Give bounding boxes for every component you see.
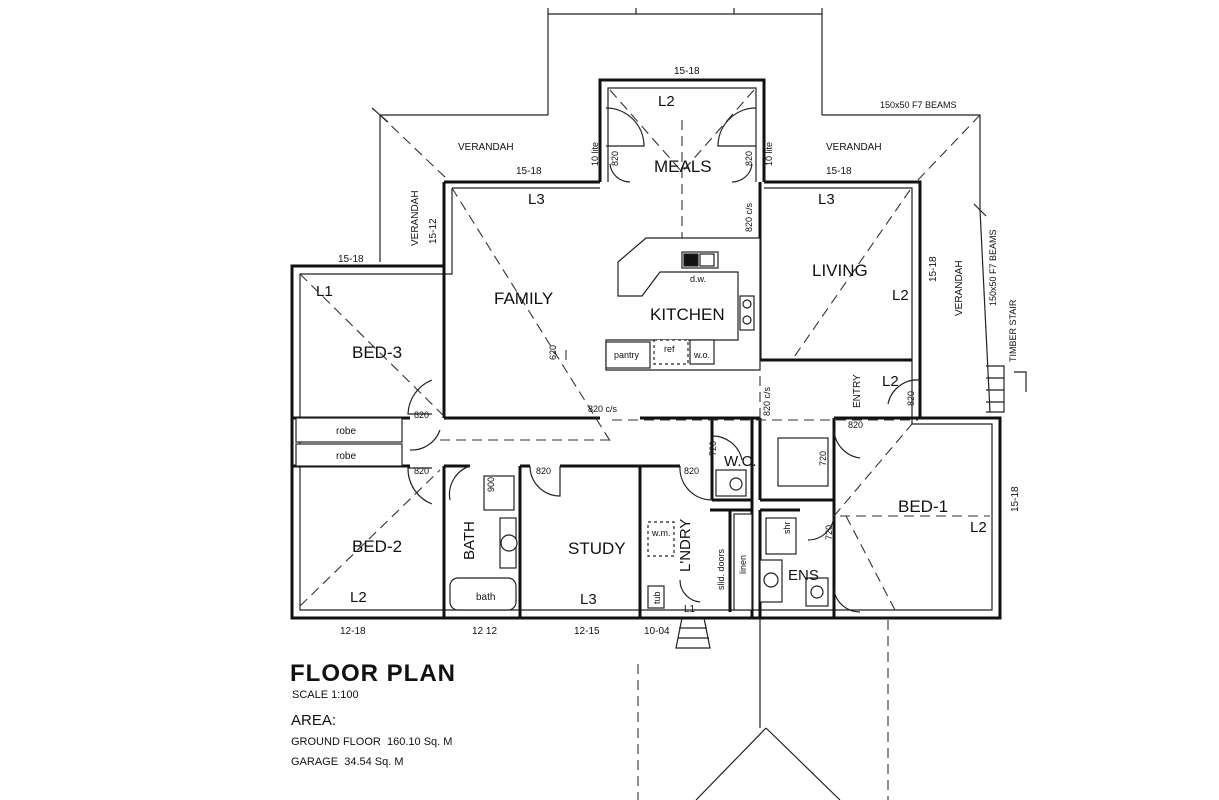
room-label-verandah-right: VERANDAH bbox=[954, 260, 965, 316]
dim-lite-left: 10 lite bbox=[590, 142, 600, 166]
room-label-living: LIVING bbox=[812, 261, 868, 280]
level-tag-bed2: L2 bbox=[350, 589, 367, 606]
fixture-label-linen: linen bbox=[738, 555, 748, 574]
level-tag-living: L3 bbox=[818, 191, 835, 208]
room-label-entry: ENTRY bbox=[852, 374, 863, 408]
dim-door-bed1: 820 bbox=[848, 420, 863, 430]
room-label-ens: ENS bbox=[788, 567, 819, 584]
dim-door-entry: 820 bbox=[906, 391, 916, 406]
room-label-verandah-top-left: VERANDAH bbox=[458, 142, 514, 153]
fixture-label-shr: shr bbox=[782, 521, 792, 534]
fixture-label-tub: tub bbox=[652, 591, 662, 604]
meals-bay-walls bbox=[598, 78, 766, 240]
room-label-laundry: L'NDRY bbox=[677, 519, 694, 572]
dim-door-ens-shower: 720 bbox=[818, 451, 828, 466]
room-label-kitchen: KITCHEN bbox=[650, 305, 725, 324]
robe-closets bbox=[295, 417, 403, 467]
dim-bed2-bottom: 12-18 bbox=[340, 626, 366, 637]
fixture-label-dw: d.w. bbox=[690, 274, 706, 284]
ground-floor-area: GROUND FLOOR 160.10 Sq. M bbox=[291, 734, 456, 750]
room-label-verandah-left: VERANDAH bbox=[410, 190, 421, 246]
fixture-label-wm: w.m. bbox=[651, 528, 671, 538]
level-tag-living-side: L2 bbox=[892, 287, 909, 304]
kitchen-fixtures bbox=[605, 237, 761, 371]
dim-opening-living: 820 c/s bbox=[762, 386, 772, 416]
dim-bath-bottom: 12 12 bbox=[472, 626, 497, 637]
dim-family-top: 15-18 bbox=[516, 166, 542, 177]
fixture-label-wo: w.o. bbox=[693, 350, 710, 360]
fixture-label-robe-1: robe bbox=[336, 426, 356, 437]
level-tag-meals: L2 bbox=[658, 93, 675, 110]
dim-door-ens: 720 bbox=[824, 525, 834, 540]
note-timber-stair: TIMBER STAIR bbox=[1008, 299, 1018, 362]
dim-meals-top: 15-18 bbox=[674, 66, 700, 77]
room-label-meals: MEALS bbox=[654, 157, 712, 176]
garage-value: 34.54 bbox=[344, 756, 372, 768]
dim-linen-shelf: 900 bbox=[486, 477, 496, 492]
wet-area-fixtures bbox=[449, 437, 829, 611]
dim-living-right: 15-18 bbox=[928, 256, 939, 282]
ground-floor-unit: Sq. M bbox=[423, 736, 453, 748]
dim-door-bed3: 820 bbox=[414, 410, 429, 420]
dim-door-laundry: 820 bbox=[684, 466, 699, 476]
level-tag-family: L3 bbox=[528, 191, 545, 208]
dim-door-bed2: 820 bbox=[414, 466, 429, 476]
fixture-label-bath-tub: bath bbox=[476, 592, 495, 603]
fixture-label-robe-2: robe bbox=[336, 451, 356, 462]
dim-door-meals-left: 820 bbox=[610, 151, 620, 166]
dim-opening-family: 820 c/s bbox=[588, 404, 618, 414]
fixture-label-slid-doors: slid. doors bbox=[716, 548, 726, 590]
level-tag-bed1: L2 bbox=[970, 519, 987, 536]
ground-floor-label: GROUND FLOOR bbox=[291, 736, 381, 748]
dim-bed1-right: 15-18 bbox=[1010, 486, 1021, 512]
door-swings bbox=[407, 107, 921, 613]
stairs bbox=[675, 365, 1027, 649]
room-label-bed2: BED-2 bbox=[352, 537, 402, 556]
room-label-study: STUDY bbox=[568, 539, 626, 558]
dim-laundry-bottom: 10-04 bbox=[644, 626, 670, 637]
room-label-bed1: BED-1 bbox=[898, 497, 948, 516]
ground-floor-value: 160.10 bbox=[386, 736, 421, 748]
note-beams-side: 150x50 F7 BEAMS bbox=[988, 229, 998, 306]
drawing-scale: SCALE 1:100 bbox=[292, 689, 359, 701]
garage-roof-outline bbox=[637, 618, 889, 800]
level-tag-laundry: L1 bbox=[684, 604, 696, 615]
room-label-bath: BATH bbox=[461, 521, 478, 560]
fixture-label-ref: ref bbox=[664, 344, 675, 354]
dim-bed3-top: 15-18 bbox=[338, 254, 364, 265]
room-label-bed3: BED-3 bbox=[352, 343, 402, 362]
note-beams-top: 150x50 F7 BEAMS bbox=[880, 100, 957, 110]
dim-lite-right: 10 lite bbox=[764, 142, 774, 166]
title-block: FLOOR PLAN SCALE 1:100 AREA: GROUND FLOO… bbox=[290, 660, 456, 774]
room-label-wc: W.C. bbox=[724, 453, 757, 470]
garage-area: GARAGE 34.54 Sq. M bbox=[291, 754, 456, 770]
drawing-title: FLOOR PLAN bbox=[290, 660, 456, 687]
room-label-family: FAMILY bbox=[494, 289, 553, 308]
room-label-verandah-top-right: VERANDAH bbox=[826, 142, 882, 153]
dim-door-pantry: 620 bbox=[548, 345, 558, 360]
level-tag-bed3: L1 bbox=[316, 283, 333, 300]
dim-door-meals-right: 820 bbox=[744, 151, 754, 166]
garage-unit: Sq. M bbox=[374, 756, 404, 768]
roof-hip-lines bbox=[299, 187, 990, 613]
garage-label: GARAGE bbox=[291, 756, 339, 768]
dim-living-top: 15-18 bbox=[826, 166, 852, 177]
level-tag-entry: L2 bbox=[882, 373, 899, 390]
dim-opening-kitchen: 820 c/s bbox=[744, 202, 754, 232]
dim-verandah-left: 15-12 bbox=[428, 218, 439, 244]
exterior-walls bbox=[290, 180, 1002, 620]
dim-study-bottom: 12-15 bbox=[574, 626, 600, 637]
dim-door-study: 820 bbox=[536, 466, 551, 476]
dim-door-wc: 720 bbox=[708, 441, 718, 456]
level-tag-study: L3 bbox=[580, 591, 597, 608]
area-heading: AREA: bbox=[291, 712, 337, 729]
fixture-label-pantry: pantry bbox=[614, 350, 640, 360]
